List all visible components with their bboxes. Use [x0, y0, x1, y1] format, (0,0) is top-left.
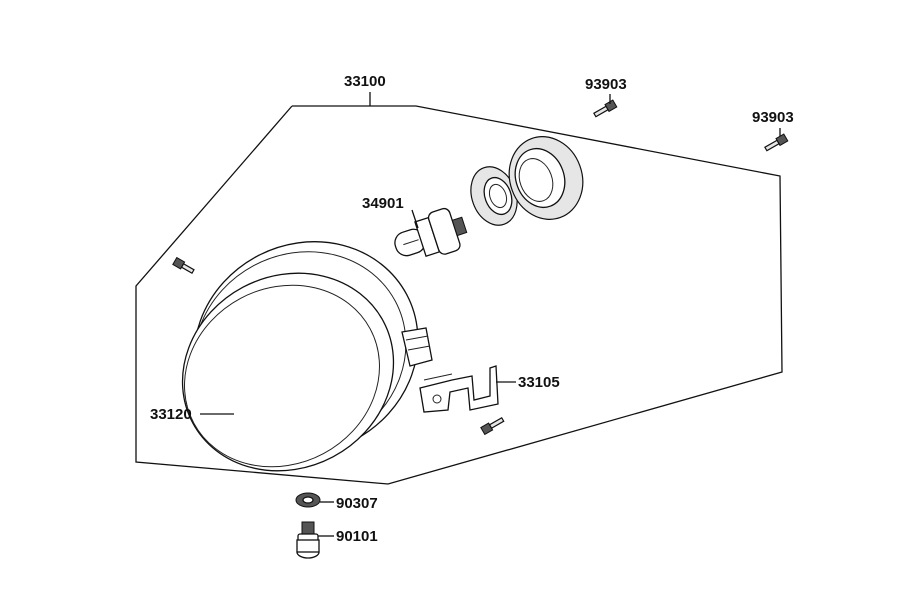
- bulb: [394, 207, 468, 258]
- label-33120: 33120: [150, 406, 192, 423]
- lens-unit: [181, 272, 395, 472]
- label-33100: 33100: [344, 73, 386, 90]
- housing-screw-left: [172, 256, 195, 275]
- label-34901: 34901: [362, 195, 404, 212]
- bracket-screw: [480, 416, 505, 436]
- leader-34901: [411, 209, 419, 229]
- assembly-boundary: [135, 105, 783, 485]
- dust-cover: [508, 136, 584, 220]
- label-90307: 90307: [336, 495, 378, 512]
- socket-seal-ring: [470, 166, 518, 226]
- bolt: [296, 521, 320, 559]
- top-screw-1: [593, 99, 618, 118]
- label-33105: 33105: [518, 374, 560, 391]
- label-93903-top-2: 93903: [752, 109, 794, 126]
- label-90101: 90101: [336, 528, 378, 545]
- top-screw-2: [764, 133, 789, 152]
- label-93903-top-1: 93903: [585, 76, 627, 93]
- lock-washer: [295, 492, 321, 508]
- mounting-bracket: [419, 365, 499, 413]
